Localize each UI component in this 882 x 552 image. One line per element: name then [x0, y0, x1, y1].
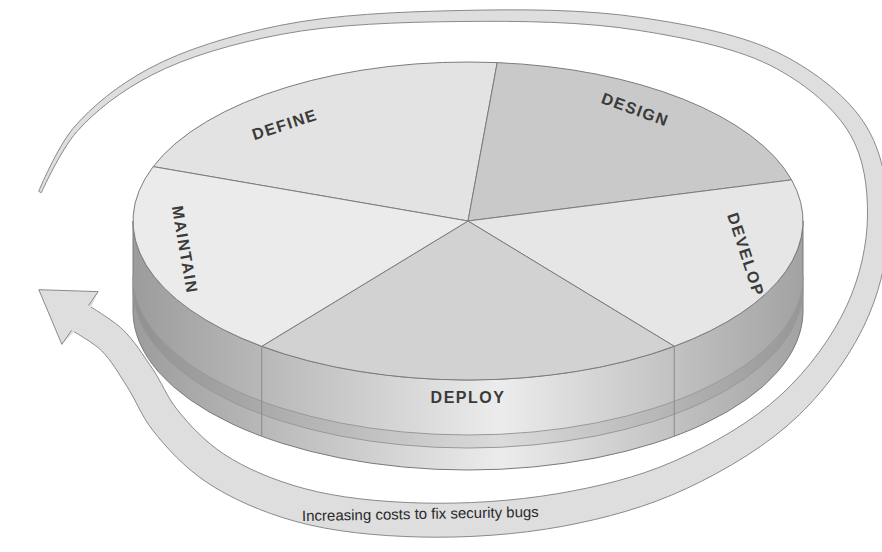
cycle-arrow-ribbon — [39, 10, 882, 537]
arrow-head-outline — [39, 290, 98, 345]
side-divider — [674, 346, 675, 436]
phase-label-box: DEPLOY — [431, 389, 506, 407]
arrow-head-fill — [39, 290, 98, 345]
side-divider — [261, 346, 262, 436]
phase-name: DEPLOY — [431, 389, 506, 407]
phase-wedge — [133, 167, 468, 347]
